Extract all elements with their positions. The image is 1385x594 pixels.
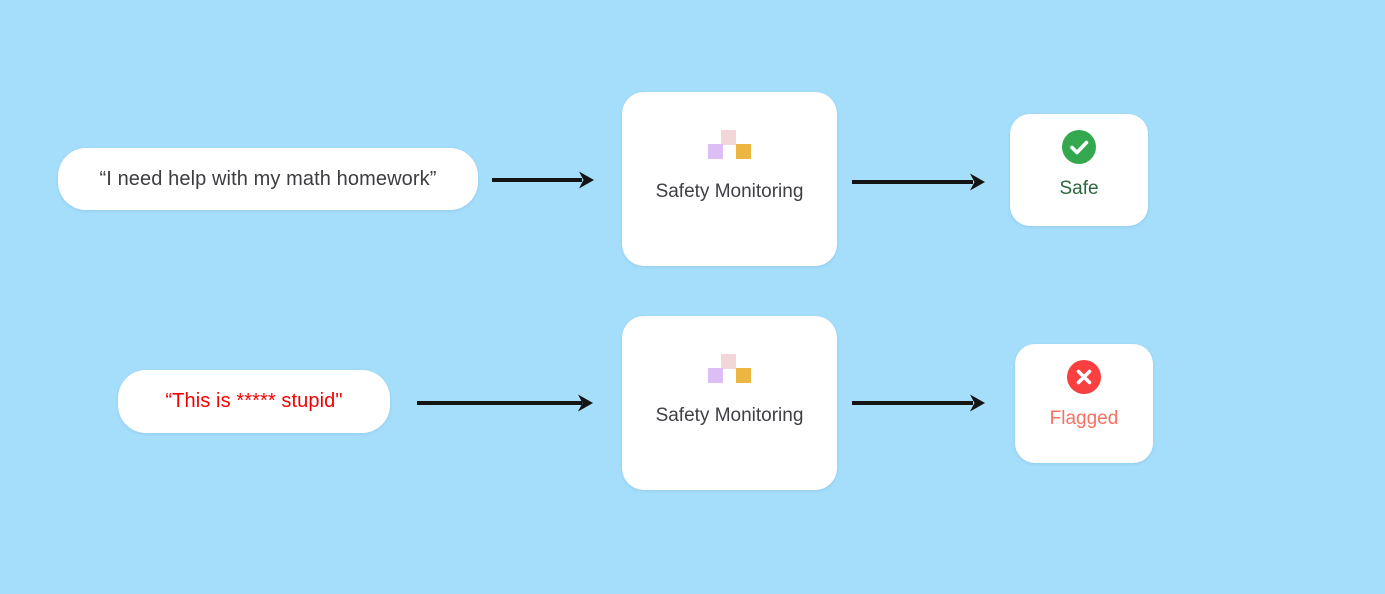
user-message-text: “This is ***** stupid"	[165, 390, 343, 412]
flow-arrow	[492, 171, 594, 189]
orange-block	[736, 144, 751, 159]
flow-arrow	[417, 394, 593, 412]
pink-block	[721, 354, 736, 369]
flow-arrow	[852, 394, 985, 412]
pink-block	[721, 130, 736, 145]
purple-block	[708, 144, 723, 159]
blocks-icon	[708, 130, 751, 159]
user-message-text: “I need help with my math homework”	[99, 167, 437, 190]
purple-block	[708, 368, 723, 383]
check-circle-icon	[1062, 130, 1096, 164]
blocks-icon	[708, 354, 751, 383]
result-node-flagged: Flagged	[1015, 344, 1153, 463]
result-label: Flagged	[1049, 408, 1119, 429]
safety-monitoring-node: Safety Monitoring	[622, 316, 837, 490]
monitor-label: Safety Monitoring	[655, 181, 804, 202]
result-node-safe: Safe	[1010, 114, 1148, 226]
x-circle-icon	[1067, 360, 1101, 394]
result-label: Safe	[1059, 178, 1099, 199]
orange-block	[736, 368, 751, 383]
monitor-label: Safety Monitoring	[655, 405, 804, 426]
user-message-bubble-flagged: “This is ***** stupid"	[118, 370, 390, 433]
safety-monitoring-node: Safety Monitoring	[622, 92, 837, 266]
user-message-bubble-safe: “I need help with my math homework”	[58, 148, 478, 210]
flow-arrow	[852, 173, 985, 191]
